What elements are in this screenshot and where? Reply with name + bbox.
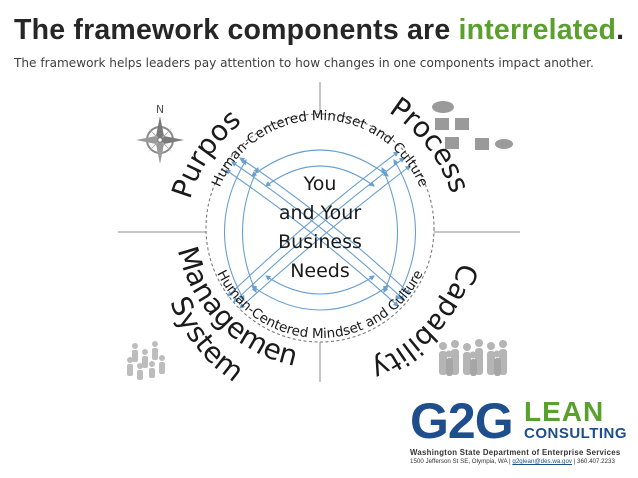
center-line-3: Business	[278, 231, 362, 253]
center-line-4: Needs	[290, 260, 350, 282]
logo-g2g: G2G	[410, 393, 514, 449]
interrelation-arrows	[223, 149, 417, 311]
quadrant-label-purpose: Purpose	[0, 0, 247, 202]
compass-north-letter: N	[156, 103, 164, 116]
arrow-left-arc-inner	[241, 167, 259, 294]
compass-icon: N	[136, 103, 184, 164]
logo-department: Washington State Department of Enterpris…	[410, 448, 621, 457]
title-accent: interrelated	[458, 14, 617, 46]
arrow-right-arc-inner	[381, 167, 399, 294]
center-line-2: and Your	[279, 202, 362, 224]
team-crowd-icon	[439, 339, 507, 376]
page-subtitle: The framework helps leaders pay attentio…	[14, 56, 594, 70]
process-flow-icon	[432, 101, 513, 150]
arrow-top-arc	[251, 149, 389, 177]
people-group-icon	[127, 341, 165, 380]
logo-contact: 1500 Jefferson St SE, Olympia, WA | g2gl…	[410, 458, 615, 465]
arrow-right-arc	[393, 159, 417, 301]
arrow-left-arc	[223, 159, 247, 301]
g2g-lean-logo: G2G LEAN CONSULTING Washington State Dep…	[410, 393, 628, 468]
logo-address: 1500 Jefferson St SE, Olympia, WA |	[410, 458, 513, 465]
logo-consulting: CONSULTING	[524, 425, 628, 442]
arrow-bottom-arc-inner	[265, 275, 375, 295]
center-line-1: You	[303, 173, 337, 195]
logo-lean: LEAN	[524, 396, 605, 427]
arrow-bottom-arc	[251, 285, 389, 311]
logo-phone: | 360.407.2233	[571, 458, 615, 465]
logo-email-link[interactable]: g2glean@des.wa.gov	[512, 458, 572, 465]
page-title: The framework components are interrelate…	[14, 14, 624, 47]
title-main: The framework components are	[14, 14, 459, 46]
title-end: .	[616, 14, 625, 46]
center-text: You and Your Business Needs	[278, 173, 362, 282]
arrow-top-arc-inner	[265, 165, 375, 187]
